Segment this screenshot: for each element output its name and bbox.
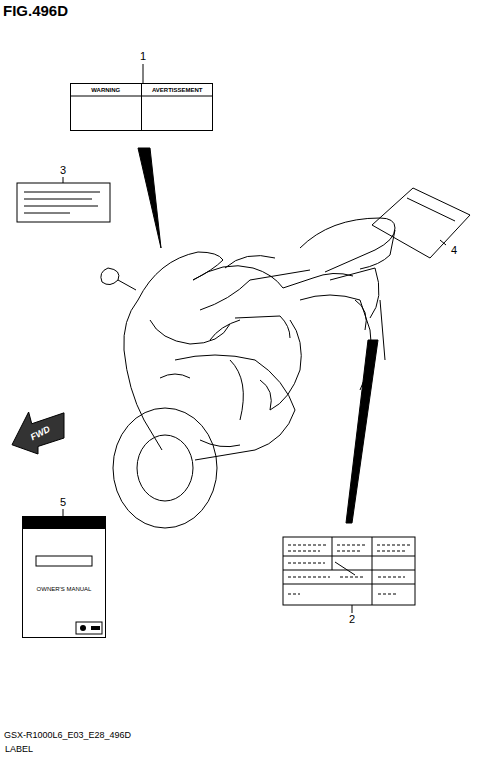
owners-manual-outline xyxy=(22,516,106,638)
leader-line xyxy=(352,605,353,613)
leader-line xyxy=(63,177,64,183)
callout-number: 5 xyxy=(59,497,67,508)
pointer-wedge xyxy=(346,340,378,523)
leader-line xyxy=(63,509,64,516)
node-heading: WARNING xyxy=(91,87,120,93)
figure-code: GSX-R1000L6_E03_E28_496D xyxy=(4,731,131,740)
label-lines xyxy=(288,545,410,594)
callout-number: 2 xyxy=(348,614,356,625)
callout-number: 3 xyxy=(59,165,67,176)
warning-label: WARNING AVERTISSEMENT xyxy=(70,83,213,131)
label-sticker xyxy=(17,183,110,222)
figure-title: FIG.496D xyxy=(3,3,68,18)
figure-label: LABEL xyxy=(4,745,34,754)
pointer-wedge xyxy=(138,148,161,248)
label-sticker xyxy=(283,537,415,605)
node-text: AVERTISSEMENT xyxy=(152,87,203,93)
callout-number: 1 xyxy=(139,51,147,62)
label-sticker xyxy=(372,188,470,258)
leader-line xyxy=(440,240,446,245)
owners-manual: OWNER'S MANUAL xyxy=(22,516,106,638)
label-lines xyxy=(24,192,100,213)
motorcycle-outline xyxy=(101,218,395,528)
label-fold xyxy=(407,198,455,221)
leader-line xyxy=(143,64,144,83)
node-heading: OWNER'S MANUAL xyxy=(37,586,92,592)
callout-number: 4 xyxy=(450,245,458,256)
label-table xyxy=(283,537,415,605)
forward-arrow: FWD xyxy=(12,412,64,454)
